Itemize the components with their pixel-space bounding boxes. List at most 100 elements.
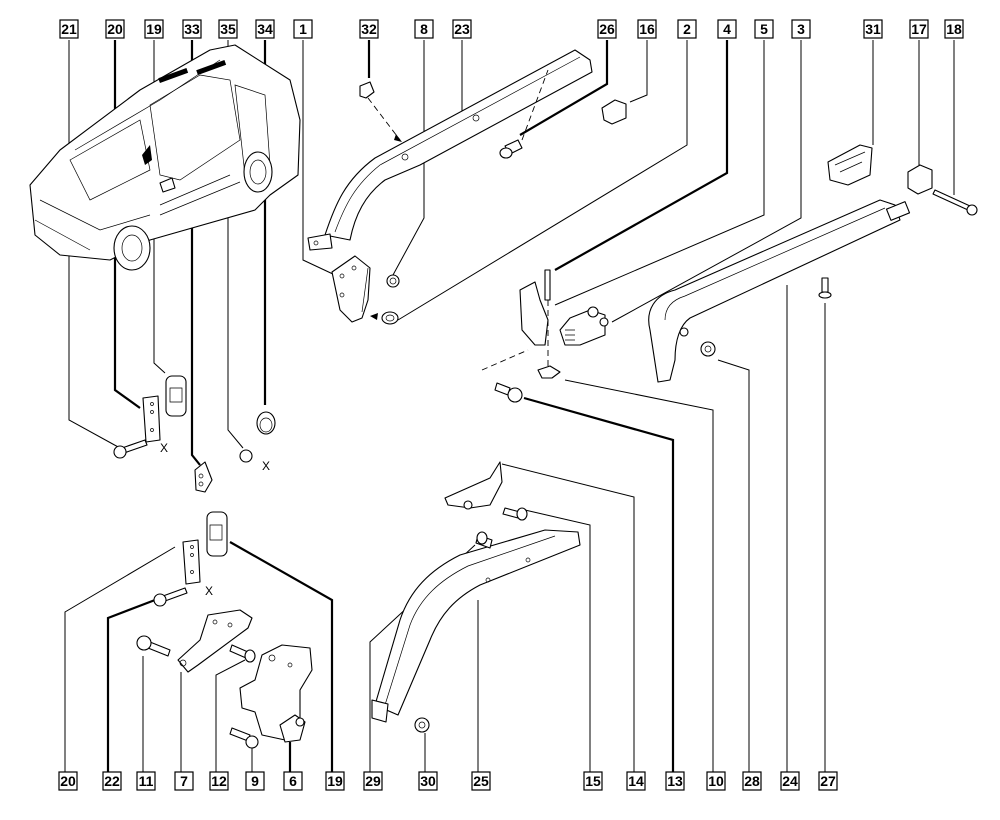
end-stop-part-17 xyxy=(907,164,933,195)
roller-assembly-part-10 xyxy=(519,269,609,379)
svg-text:24: 24 xyxy=(782,773,798,789)
svg-text:9: 9 xyxy=(251,773,259,789)
callout-4[interactable]: 4 xyxy=(717,19,737,39)
callout-2[interactable]: 2 xyxy=(677,19,697,39)
svg-text:22: 22 xyxy=(104,773,120,789)
callout-19[interactable]: 19 xyxy=(144,19,164,39)
leader-3 xyxy=(611,40,802,323)
callout-29[interactable]: 29 xyxy=(363,771,383,791)
callout-12[interactable]: 12 xyxy=(209,771,229,791)
hinge-plate-part-6 xyxy=(239,644,313,743)
svg-text:10: 10 xyxy=(708,773,724,789)
svg-text:6: 6 xyxy=(289,773,297,789)
bolt-part-29 xyxy=(475,531,493,549)
callout-16[interactable]: 16 xyxy=(637,19,657,39)
leader-16 xyxy=(629,40,648,103)
callout-8[interactable]: 8 xyxy=(414,19,434,39)
svg-text:1: 1 xyxy=(299,21,307,37)
callout-30[interactable]: 30 xyxy=(418,771,438,791)
callout-22[interactable]: 22 xyxy=(102,771,122,791)
callout-1[interactable]: 1 xyxy=(293,19,313,39)
svg-text:14: 14 xyxy=(628,773,644,789)
x-marker-35: X xyxy=(262,459,270,473)
svg-text:27: 27 xyxy=(820,773,836,789)
bolt-part-13 xyxy=(481,349,529,403)
bolt-part-9 xyxy=(229,727,259,749)
svg-text:28: 28 xyxy=(744,773,760,789)
callout-25[interactable]: 25 xyxy=(471,771,491,791)
leader-4 xyxy=(554,40,729,271)
lower-curved-rail-part-25 xyxy=(371,529,581,723)
callout-23[interactable]: 23 xyxy=(452,19,472,39)
callout-26[interactable]: 26 xyxy=(597,19,617,39)
leader-2 xyxy=(397,40,688,321)
callout-14[interactable]: 14 xyxy=(626,771,646,791)
svg-text:18: 18 xyxy=(946,21,962,37)
callout-31[interactable]: 31 xyxy=(863,19,883,39)
callout-21[interactable]: 21 xyxy=(59,19,79,39)
callout-b19[interactable]: 19 xyxy=(325,771,345,791)
bracket-part-1 xyxy=(331,255,371,323)
nut-part-30 xyxy=(414,717,430,733)
callout-17[interactable]: 17 xyxy=(909,19,929,39)
svg-text:26: 26 xyxy=(599,21,615,37)
guide-part-31 xyxy=(827,144,873,186)
svg-text:2: 2 xyxy=(683,21,691,37)
nut-part-2 xyxy=(370,311,399,325)
svg-text:8: 8 xyxy=(420,21,428,37)
leader-14 xyxy=(501,463,635,772)
leader-13 xyxy=(523,396,675,772)
striker-part-19-lower xyxy=(206,511,228,557)
callout-24[interactable]: 24 xyxy=(780,771,800,791)
van-illustration xyxy=(29,44,301,271)
hinge-plate-part-20-lower xyxy=(182,539,201,585)
svg-text:31: 31 xyxy=(865,21,881,37)
callout-34[interactable]: 34 xyxy=(255,19,275,39)
callout-7[interactable]: 7 xyxy=(174,771,194,791)
leader-1 xyxy=(302,40,336,276)
callout-5[interactable]: 5 xyxy=(754,19,774,39)
leader-b19 xyxy=(229,541,334,772)
callout-15[interactable]: 15 xyxy=(583,771,603,791)
callout-28[interactable]: 28 xyxy=(742,771,762,791)
screw-part-15 xyxy=(502,507,528,521)
svg-text:11: 11 xyxy=(139,773,154,789)
leader-15 xyxy=(524,509,591,772)
screw-part-21: X xyxy=(113,439,168,459)
svg-text:20: 20 xyxy=(60,773,76,789)
striker-part-19-upper xyxy=(165,375,187,417)
clip-part-32 xyxy=(359,81,402,142)
callout-b20[interactable]: 20 xyxy=(58,771,78,791)
screw-part-26 xyxy=(499,69,549,159)
callout-32[interactable]: 32 xyxy=(359,19,379,39)
svg-text:23: 23 xyxy=(454,21,470,37)
callout-20[interactable]: 20 xyxy=(105,19,125,39)
nut-part-8 xyxy=(386,274,400,288)
callout-13[interactable]: 13 xyxy=(665,771,685,791)
svg-text:17: 17 xyxy=(911,21,927,37)
screw-part-22: X xyxy=(153,584,213,607)
roller-bracket-part-14 xyxy=(444,461,503,510)
callout-35[interactable]: 35 xyxy=(218,19,238,39)
leader-b20 xyxy=(64,546,176,772)
svg-text:19: 19 xyxy=(327,773,343,789)
nut-part-28 xyxy=(700,341,716,357)
callout-3[interactable]: 3 xyxy=(791,19,811,39)
svg-text:15: 15 xyxy=(585,773,601,789)
bolt-part-11 xyxy=(136,635,171,657)
callout-9[interactable]: 9 xyxy=(245,771,265,791)
svg-text:5: 5 xyxy=(760,21,768,37)
svg-text:13: 13 xyxy=(667,773,683,789)
callout-27[interactable]: 27 xyxy=(818,771,838,791)
leader-28 xyxy=(717,359,750,772)
bottom-callouts: 20 22 11 7 12 9 6 19 29 30 25 15 14 13 1… xyxy=(58,771,838,791)
callout-11[interactable]: 11 xyxy=(136,771,156,791)
svg-text:34: 34 xyxy=(257,21,273,37)
svg-text:32: 32 xyxy=(361,21,377,37)
svg-text:30: 30 xyxy=(420,773,436,789)
callout-18[interactable]: 18 xyxy=(944,19,964,39)
callout-10[interactable]: 10 xyxy=(706,771,726,791)
callout-33[interactable]: 33 xyxy=(182,19,202,39)
callout-6[interactable]: 6 xyxy=(283,771,303,791)
